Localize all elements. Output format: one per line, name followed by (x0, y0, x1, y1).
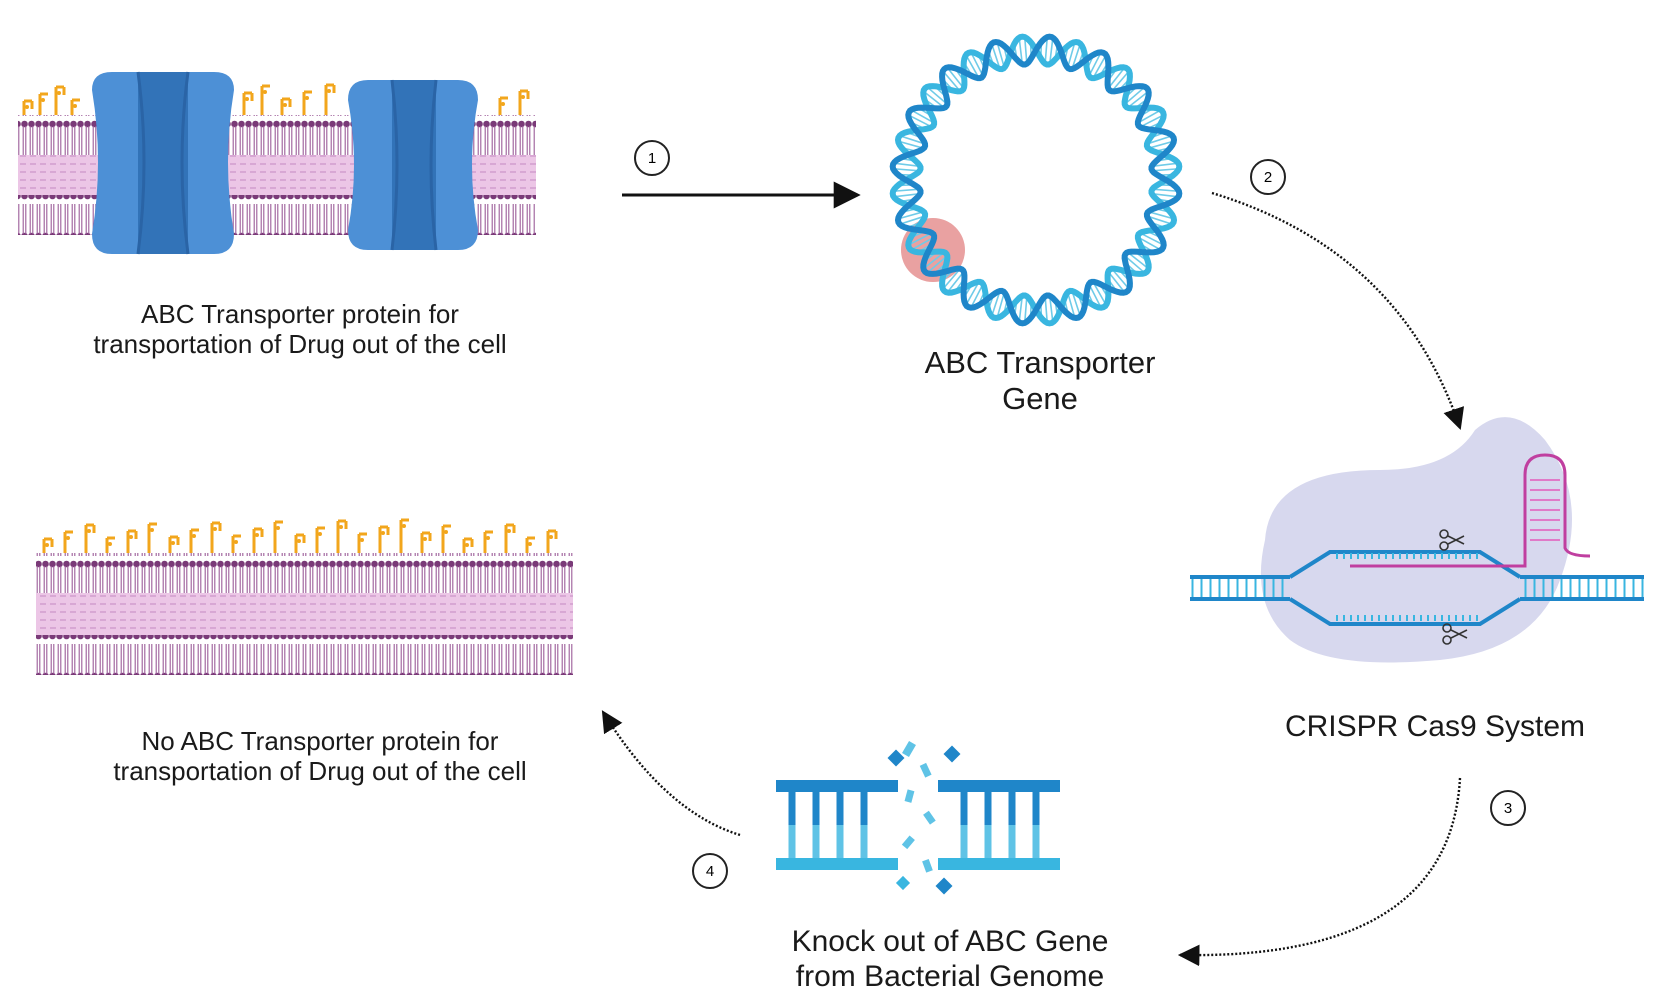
label-gene: ABC Transporter Gene (860, 345, 1220, 416)
membrane-without-transporters (36, 518, 573, 675)
label-knockout: Knock out of ABC Gene from Bacterial Gen… (730, 925, 1170, 994)
label-crispr: CRISPR Cas9 System (1235, 710, 1635, 745)
glycan-icon (210, 521, 222, 553)
glycan-icon (63, 530, 73, 553)
glycan-icon (84, 523, 96, 553)
glycan-icon (252, 527, 264, 553)
membrane-with-transporters (18, 71, 536, 255)
glycan-icon (324, 83, 336, 115)
cas9-complex-icon (1190, 417, 1644, 663)
glycan-row-top (22, 83, 530, 115)
glycan-icon (504, 523, 516, 553)
glycan-row-bottom (42, 518, 558, 553)
svg-text:4: 4 (706, 863, 714, 880)
glycan-icon (518, 89, 530, 115)
svg-text:2: 2 (1264, 169, 1272, 186)
glycan-icon (315, 526, 325, 553)
glycan-icon (280, 97, 292, 115)
glycan-icon (70, 98, 80, 115)
glycan-icon (22, 99, 34, 115)
label-line: Knock out of ABC Gene (791, 925, 1109, 958)
label-line: CRISPR Cas9 System (1284, 710, 1586, 743)
glycan-icon (147, 522, 157, 553)
svg-text:3: 3 (1504, 800, 1512, 817)
label-line: No ABC Transporter protein for (141, 726, 499, 756)
glycan-icon (498, 96, 508, 115)
label-line: Gene (1002, 380, 1078, 416)
step-marker-2: 2 (1250, 159, 1286, 195)
arrow-icon (1211, 191, 1465, 431)
svg-text:1: 1 (648, 150, 656, 167)
step-marker-4: 4 (692, 853, 728, 889)
glycan-icon (126, 529, 138, 553)
scissors-icon (1442, 623, 1468, 645)
step-marker-3: 3 (1490, 790, 1526, 826)
glycan-icon (420, 531, 432, 553)
glycan-icon (525, 536, 535, 553)
glycan-icon (260, 84, 270, 115)
label-line: ABC Transporter protein for (141, 299, 459, 329)
glycan-icon (189, 528, 199, 553)
scissors-icon (1439, 529, 1465, 551)
glycan-icon (462, 537, 474, 553)
glycan-icon (357, 532, 367, 553)
glycan-icon (378, 525, 390, 553)
glycan-icon (483, 530, 493, 553)
step-marker-1: 1 (634, 140, 670, 176)
glycan-icon (546, 529, 558, 553)
glycan-icon (54, 85, 66, 115)
arrow-icon (1177, 777, 1462, 967)
glycan-icon (38, 92, 48, 115)
label-line: transportation of Drug out of the cell (93, 328, 507, 359)
glycan-icon (441, 524, 451, 553)
glycan-icon (294, 533, 306, 553)
glycan-icon (242, 91, 254, 115)
glycan-icon (302, 90, 312, 115)
label-membrane-with-transporter: ABC Transporter protein for transportati… (20, 299, 580, 360)
glycan-icon (399, 518, 409, 553)
glycan-icon (273, 520, 283, 553)
glycan-icon (231, 534, 241, 553)
glycan-icon (42, 537, 54, 553)
arrow-icon (601, 710, 741, 837)
abc-transporter-icon (348, 79, 478, 251)
plasmid-dna-icon (889, 33, 1183, 327)
glycan-icon (168, 535, 180, 553)
glycan-icon (105, 536, 115, 553)
label-line: ABC Transporter (924, 345, 1156, 380)
label-membrane-without-transporter: No ABC Transporter protein for transport… (40, 726, 600, 787)
label-line: from Bacterial Genome (795, 959, 1105, 993)
label-line: transportation of Drug out of the cell (113, 755, 527, 786)
glycan-icon (336, 519, 348, 553)
broken-dna-icon (776, 740, 1060, 895)
abc-transporter-icon (92, 71, 234, 255)
